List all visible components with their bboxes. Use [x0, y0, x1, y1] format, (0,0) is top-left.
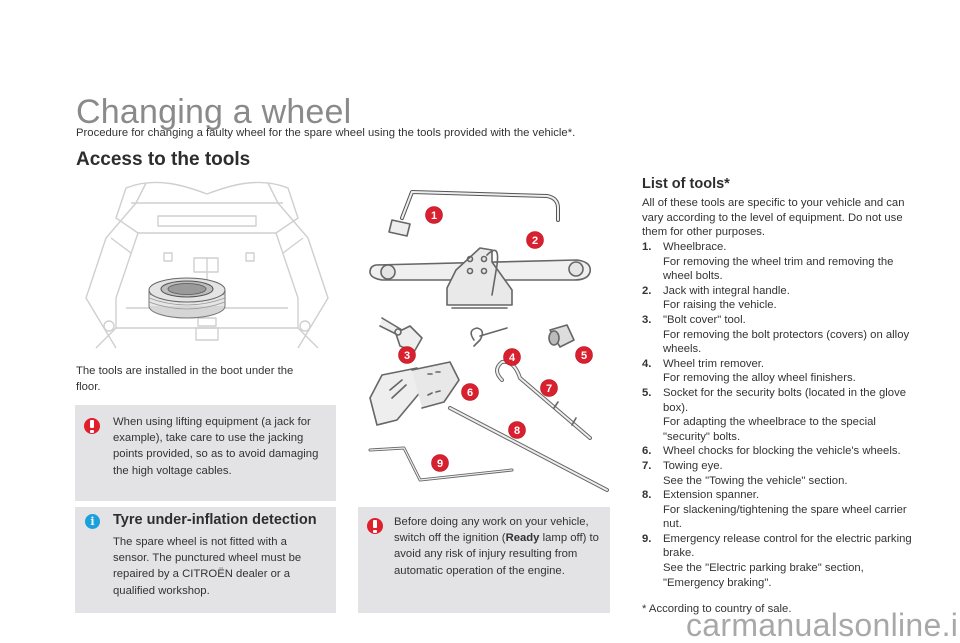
badge-circle: [425, 206, 443, 224]
ready-lamp-label: Ready: [505, 532, 540, 545]
page-title: Changing a wheel: [76, 93, 352, 131]
tool-number: 3.: [642, 313, 652, 326]
tool-description: For removing the bolt protectors (covers…: [663, 328, 910, 356]
badge-circle: [508, 421, 526, 439]
tool-number: 5.: [642, 386, 652, 399]
badge-circle: [503, 348, 521, 366]
tool-description: For slackening/tightening the spare whee…: [663, 503, 907, 531]
jack-drawing: [369, 247, 592, 309]
badge-circle: [398, 346, 416, 364]
tool-list-item: 7. Towing eye. See the "Towing the vehicle…: [642, 459, 912, 488]
tool-name: Socket for the security bolts (located i…: [663, 386, 907, 414]
tool-description: See the "Towing the vehicle" section.: [663, 474, 848, 487]
warning-box-ignition: Before doing any work on your vehicle, s…: [358, 507, 610, 613]
tool-number-badge: 3: [398, 346, 416, 364]
badge-circle: [461, 383, 479, 401]
badge-circle: [431, 454, 449, 472]
tool-list-title: List of tools*: [642, 176, 730, 192]
warning-text-part: Before doing any work on your vehicle, s…: [394, 516, 589, 545]
tyre-info-text: The spare wheel is not fitted with a sen…: [113, 536, 302, 597]
tool-number-badge: 6: [461, 383, 479, 401]
warning-text-lifting: When using lifting equipment (a jack for…: [113, 416, 319, 477]
badge-label: 1: [431, 210, 437, 222]
badge-label: 6: [467, 387, 473, 399]
tool-number: 1.: [642, 241, 652, 253]
badge-label: 3: [404, 350, 410, 362]
tool-name: Extension spanner.: [663, 489, 760, 502]
tyre-info-title: Tyre under-inflation detection: [113, 512, 317, 528]
tool-list-item: 8. Extension spanner.For slackening/tight…: [642, 488, 912, 532]
tool-list-item: 3. "Bolt cover" tool. For removing the bol…: [642, 313, 912, 357]
badge-circle: [526, 231, 544, 249]
tool-description: For removing the alloy wheel finishers.: [663, 372, 856, 385]
intro-text: Procedure for changing a faulty wheel fo…: [76, 127, 576, 139]
tool-name: Wheel chocks for blocking the vehicle's …: [663, 445, 901, 458]
tool-name: Wheel trim remover.: [663, 357, 765, 370]
tool-list-item: 5. Socket for the security bolts (located…: [642, 386, 912, 444]
towing-eye-drawing: [495, 359, 592, 440]
boot-caption: The tools are installed in the boot unde…: [76, 365, 294, 393]
tool-number-badge: 1: [425, 206, 443, 224]
tool-name: Wheelbrace.: [663, 241, 727, 253]
tool-description: For raising the vehicle.: [663, 299, 777, 312]
tool-number-badge: 5: [575, 346, 593, 364]
security-socket-drawing: [548, 324, 575, 348]
wheel-chocks-drawing: [369, 361, 460, 426]
badge-label: 8: [514, 425, 520, 437]
badge-label: 9: [437, 458, 443, 470]
warning-text-ignition: Before doing any work on your vehicle, s…: [394, 514, 606, 579]
tool-list-intro: All of these tools are specific to your …: [642, 197, 905, 239]
warning-text-part: lamp off) to avoid any risk of injury re…: [394, 532, 599, 577]
tool-number: 4.: [642, 357, 652, 370]
section-heading: Access to the tools: [76, 149, 251, 170]
tool-number: 9.: [642, 532, 652, 545]
tool-list-item: 6. Wheel chocks for blocking the vehicle'…: [642, 444, 912, 459]
tool-number-badge: 9: [431, 454, 449, 472]
bolt-cover-tool-drawing: [379, 317, 423, 353]
warning-box-lifting: When using lifting equipment (a jack for…: [75, 405, 336, 501]
tool-description: See the "Electric parking brake" section…: [663, 562, 864, 589]
badge-label: 7: [546, 383, 552, 395]
tool-name: Jack with integral handle.: [663, 284, 790, 297]
badge-label: 4: [509, 352, 516, 364]
tool-list-item: 4. Wheel trim remover. For removing the al…: [642, 357, 912, 386]
warning-exclamation-icon: [84, 418, 100, 434]
tool-number: 8.: [642, 489, 652, 502]
tool-list: 1. Wheelbrace. For removing the wheel trim…: [642, 240, 912, 590]
tool-number-badge: 7: [540, 379, 558, 397]
badge-circle: [540, 379, 558, 397]
tool-number: 7.: [642, 459, 652, 472]
tool-list-item: 2. Jack with integral handle. For raising …: [642, 284, 912, 313]
footnote: * According to country of sale.: [642, 603, 792, 615]
warning-exclamation-icon: [367, 518, 383, 534]
tool-number: 2.: [642, 284, 652, 297]
tool-number-badge: 2: [526, 231, 544, 249]
tool-name: "Bolt cover" tool.: [663, 313, 746, 326]
tyre-info-box: i Tyre under-inflation detection The spa…: [75, 507, 336, 613]
wheel-trim-remover-drawing: [470, 327, 508, 347]
tool-description: For adapting the wheelbrace to the speci…: [663, 416, 876, 443]
tool-number-badge: 4: [503, 348, 521, 366]
badge-circle: [575, 346, 593, 364]
tool-number-badge: 8: [508, 421, 526, 439]
badge-label: 5: [581, 350, 587, 362]
tool-list-item: 9. Emergency release control for the elec…: [642, 532, 912, 590]
tools-illustration: 1 2 3 4 5 6 7 8 9: [368, 190, 609, 492]
boot-illustration: [85, 181, 329, 349]
tool-name: Towing eye.: [663, 459, 723, 472]
info-icon: i: [85, 514, 100, 529]
wheelbrace-socket: [388, 219, 411, 237]
watermark: carmanualsonline.info: [686, 607, 960, 643]
tool-name: Emergency release control for the electr…: [663, 532, 912, 560]
tool-description: For removing the wheel trim and removing…: [663, 255, 894, 283]
tool-list-item: 1. Wheelbrace. For removing the wheel trim…: [642, 240, 912, 284]
badge-label: 2: [532, 235, 538, 247]
tool-number: 6.: [642, 445, 652, 458]
